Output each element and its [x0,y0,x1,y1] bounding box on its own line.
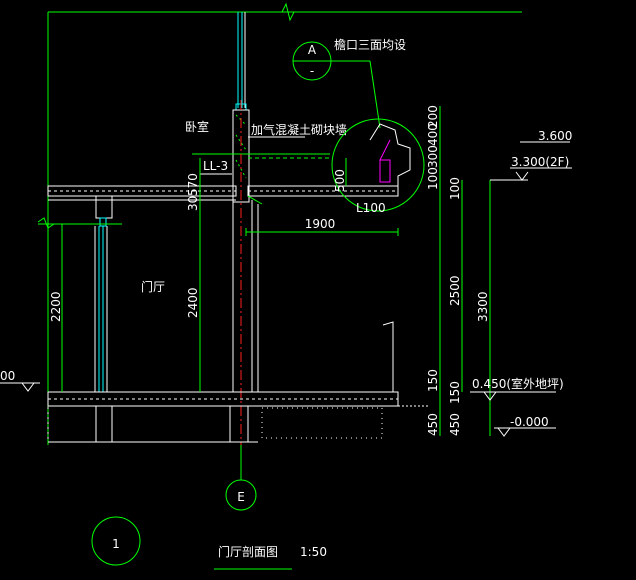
dim-570: 570 [186,173,200,196]
elev-3300: 3.300(2F) [511,155,569,169]
dim-400: 400 [426,123,440,146]
title-number: 1 [112,537,120,551]
dim-3300: 3300 [476,291,490,322]
dim-2500: 2500 [448,275,462,306]
dim-100a: 100 [426,167,440,190]
step-rail [382,321,394,392]
dim-150a: 150 [426,369,440,392]
elev-left-triangle [21,382,35,392]
axis-label-e: E [237,490,245,504]
eave-insert-diag [379,139,391,161]
canopy-edge [247,195,263,205]
elev-3600: 3.600 [538,129,572,143]
dim-450a: 450 [426,413,440,436]
beam-label: LL-3 [203,159,228,173]
lower-window-head [99,217,107,227]
wall-hatch-2 [235,134,247,151]
title-scale: 1:50 [300,545,327,559]
detail-callout-circle [331,118,425,212]
foundation-fill-left [47,405,97,443]
dim-450b: 450 [448,413,462,436]
elev-0000-triangle [497,427,511,437]
elev-0450: 0.450(室外地坪) [472,376,564,391]
dim-150b: 150 [448,381,462,404]
second-floor-slab [47,185,237,197]
eave-profile [369,123,411,186]
dim-1900: 1900 [305,217,336,231]
elev-3300-triangle [515,171,529,181]
elev-left-partial: 00 [0,369,15,383]
title-number-circle [91,516,141,566]
foundation-beam-right [229,405,249,443]
dim-500: 500 [333,169,347,192]
break-mark-top [281,2,295,22]
detail-ref-letter: A [308,43,317,57]
wall-hatch-1 [235,114,247,126]
member-label: L100 [356,201,386,215]
dim-300: 300 [426,145,440,168]
gravel-base [261,407,383,439]
dim-30: 30 [186,196,200,211]
break-mark-left [37,217,55,229]
dim-2200: 2200 [49,291,63,322]
eave-insert [379,159,391,183]
slab-beam [95,195,113,219]
detail-ref-leader-b [369,60,381,129]
dim-2400: 2400 [186,287,200,318]
elev-0000: -0.000 [510,415,549,429]
dim-100b: 100 [448,177,462,200]
room-label-hall: 门厅 [141,279,165,294]
axis-bubble-e [225,479,257,511]
room-label-bedroom: 卧室 [185,119,209,134]
wall-note: 加气混凝土砌块墙 [251,122,347,137]
detail-ref-sheet: - [310,64,314,78]
detail-note: 檐口三面均设 [334,38,406,52]
foundation-beam-left [95,405,113,443]
title-name: 门厅剖面图 [218,544,278,559]
elev-0450-triangle [483,391,497,401]
dim-200: 200 [426,105,440,128]
